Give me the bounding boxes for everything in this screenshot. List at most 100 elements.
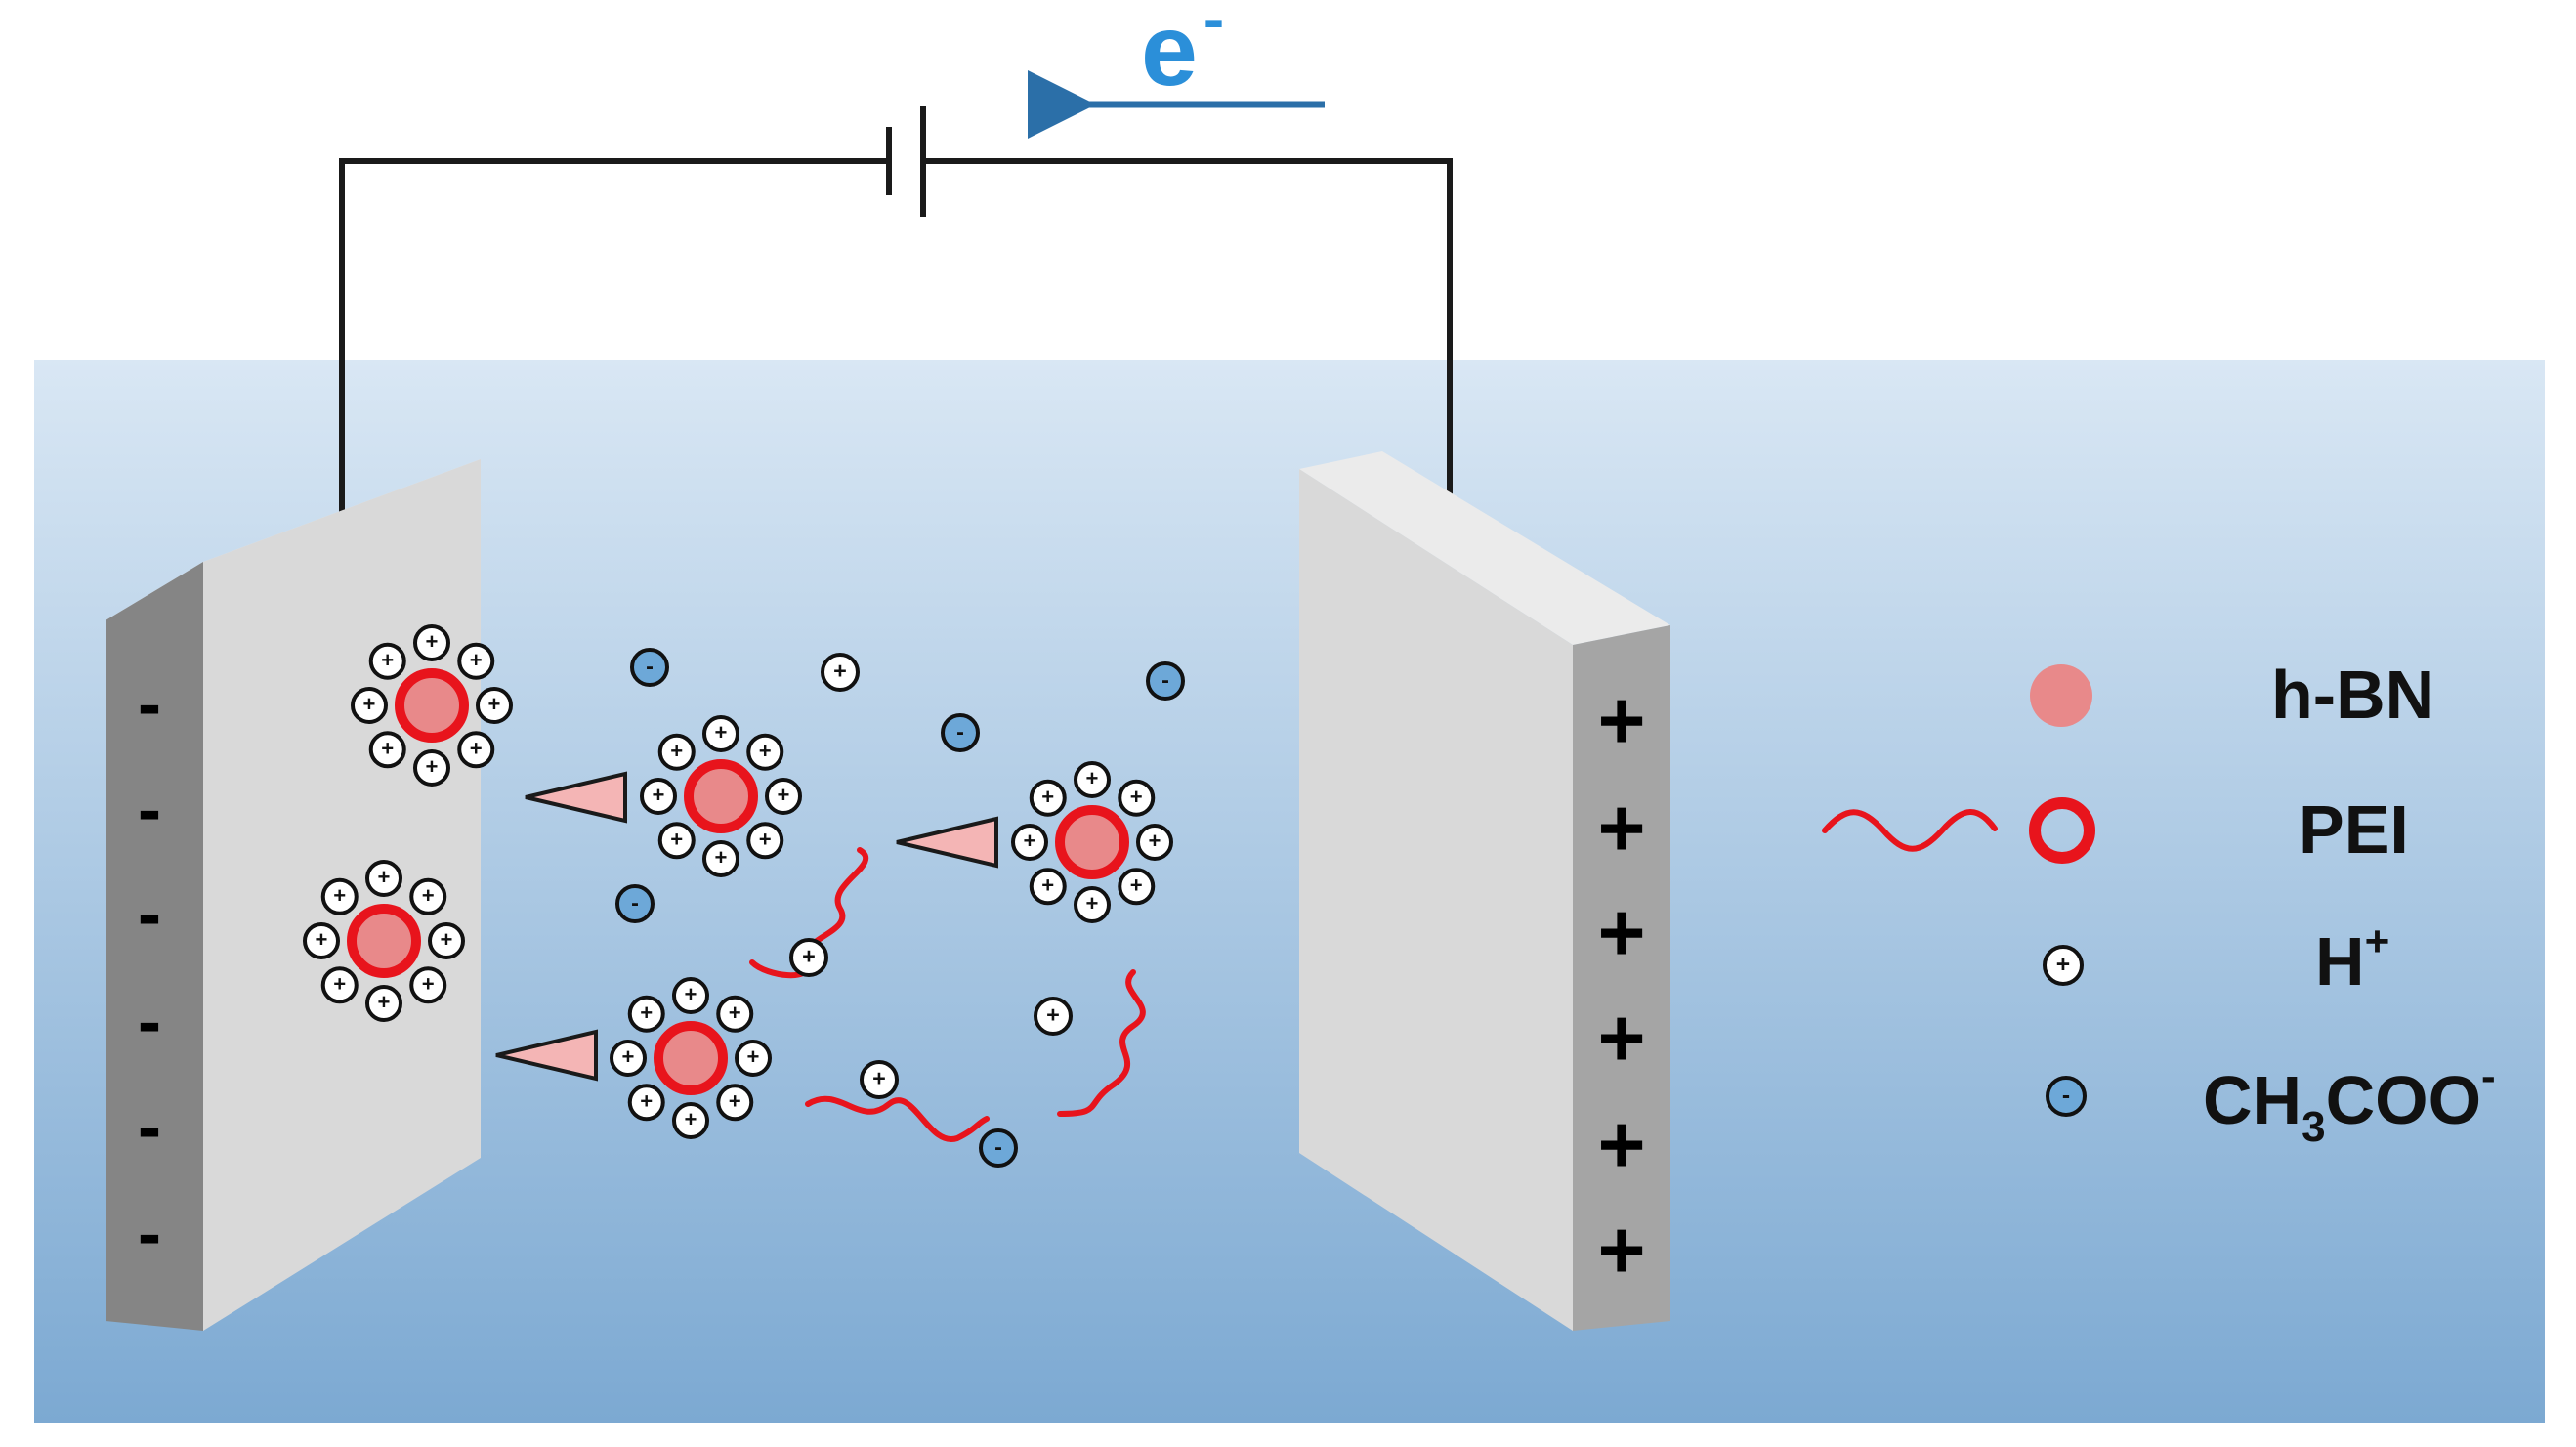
attached-proton-sign: + bbox=[670, 827, 683, 851]
anode-signs: ++++++ bbox=[1597, 674, 1645, 1296]
anode-plus-sign: + bbox=[1597, 1204, 1645, 1296]
attached-proton: + bbox=[657, 733, 696, 771]
attached-proton-sign: + bbox=[316, 927, 328, 952]
free-proton-sign: + bbox=[802, 943, 816, 968]
attached-proton: + bbox=[627, 1084, 665, 1122]
attached-proton-sign: + bbox=[778, 783, 790, 807]
attached-proton-sign: + bbox=[759, 739, 772, 763]
attached-proton-sign: + bbox=[378, 990, 391, 1014]
attached-proton-sign: + bbox=[333, 971, 346, 996]
attached-proton: + bbox=[765, 778, 802, 815]
attached-proton-sign: + bbox=[422, 883, 435, 908]
pei-chain bbox=[749, 847, 869, 979]
attached-proton-sign: + bbox=[729, 1088, 741, 1113]
attached-proton: + bbox=[1074, 761, 1111, 798]
migration-indicators bbox=[495, 771, 998, 1082]
legend-acetate-ion-sign: - bbox=[2062, 1083, 2070, 1109]
cathode-minus-sign: - bbox=[138, 1088, 161, 1167]
attached-proton-sign: + bbox=[715, 720, 728, 745]
migration-cone bbox=[495, 1029, 598, 1082]
attached-proton: + bbox=[320, 966, 359, 1004]
attached-proton: + bbox=[457, 642, 495, 680]
attached-proton-sign: + bbox=[640, 1088, 653, 1113]
attached-proton-sign: + bbox=[422, 971, 435, 996]
free-acetate-ion: - bbox=[1146, 661, 1185, 701]
attached-proton-sign: + bbox=[685, 1107, 697, 1131]
pei-chain bbox=[1057, 969, 1146, 1117]
attached-proton-sign: + bbox=[441, 927, 453, 952]
attached-proton-sign: + bbox=[1086, 766, 1099, 790]
anode-plus-sign: + bbox=[1597, 992, 1645, 1084]
free-acetate-ion-sign: - bbox=[956, 718, 964, 744]
free-proton: + bbox=[1034, 997, 1073, 1036]
attached-proton: + bbox=[1029, 868, 1067, 906]
attached-proton: + bbox=[702, 840, 739, 877]
attached-proton-sign: + bbox=[622, 1044, 635, 1069]
attached-proton: + bbox=[1136, 824, 1173, 861]
attached-proton-sign: + bbox=[747, 1044, 760, 1069]
free-pei-chains bbox=[749, 809, 1998, 1143]
hbn-pei-core bbox=[395, 668, 469, 743]
circuit-wire-right bbox=[923, 158, 1453, 528]
attached-proton-sign: + bbox=[1024, 829, 1036, 853]
hbn-pei-core bbox=[1055, 805, 1129, 879]
cathode-minus-sign: - bbox=[138, 1195, 161, 1273]
migration-cone bbox=[525, 771, 627, 824]
attached-proton: + bbox=[672, 1102, 709, 1139]
attached-proton: + bbox=[1118, 779, 1156, 817]
attached-proton: + bbox=[351, 687, 388, 724]
attached-proton: + bbox=[409, 966, 447, 1004]
legend-hbn-symbol bbox=[2030, 664, 2092, 727]
anode-front-face bbox=[1299, 469, 1573, 1331]
attached-proton: + bbox=[716, 995, 754, 1033]
cathode-minus-sign: - bbox=[138, 771, 161, 849]
attached-proton: + bbox=[702, 715, 739, 752]
attached-proton: + bbox=[672, 977, 709, 1014]
free-proton: + bbox=[860, 1060, 899, 1099]
attached-proton-sign: + bbox=[381, 648, 394, 672]
charged-particles: ++++++++++++++++++++++++++++++++++++++++ bbox=[303, 624, 1173, 1139]
attached-proton: + bbox=[640, 778, 677, 815]
attached-proton: + bbox=[413, 749, 450, 787]
attached-proton-sign: + bbox=[759, 827, 772, 851]
electron-flow: e- bbox=[1028, 0, 1325, 139]
attached-proton-sign: + bbox=[685, 982, 697, 1006]
anode-plus-sign: + bbox=[1597, 674, 1645, 766]
anode-side-face bbox=[1573, 625, 1670, 1331]
attached-proton: + bbox=[320, 877, 359, 915]
attached-proton: + bbox=[476, 687, 513, 724]
attached-proton: + bbox=[1029, 779, 1067, 817]
anode-plus-sign: + bbox=[1597, 782, 1645, 873]
free-acetate-ion: - bbox=[941, 713, 980, 752]
legend-acetate-label: CH3COO- bbox=[2203, 1052, 2496, 1151]
anode-top-face bbox=[1299, 451, 1670, 645]
attached-proton-sign: + bbox=[1149, 829, 1161, 853]
attached-proton: + bbox=[746, 822, 784, 860]
electron-label: e- bbox=[1141, 0, 1224, 107]
legend-acetate-ion: - bbox=[2046, 1076, 2087, 1117]
attached-proton: + bbox=[368, 731, 406, 769]
free-acetate-ion: - bbox=[615, 884, 655, 923]
cathode-minus-sign: - bbox=[138, 875, 161, 954]
attached-proton: + bbox=[457, 731, 495, 769]
attached-proton-sign: + bbox=[470, 648, 483, 672]
attached-proton-sign: + bbox=[426, 754, 439, 779]
attached-proton: + bbox=[365, 860, 402, 897]
legend-pei-ring-symbol bbox=[2029, 797, 2095, 864]
charged-hbn-particle: ++++++++ bbox=[640, 715, 802, 877]
attached-proton: + bbox=[1118, 868, 1156, 906]
free-proton-sign: + bbox=[833, 658, 847, 683]
legend-proton-symbol: + bbox=[2043, 945, 2084, 986]
hbn-pei-core bbox=[347, 904, 421, 978]
hbn-pei-core bbox=[654, 1021, 728, 1095]
attached-proton: + bbox=[1074, 886, 1111, 923]
attached-proton-sign: + bbox=[1086, 891, 1099, 915]
cathode-minus-sign: - bbox=[138, 665, 161, 744]
attached-proton-sign: + bbox=[1041, 872, 1054, 897]
attached-proton-sign: + bbox=[488, 692, 501, 716]
legend-proton-superscript: + bbox=[2365, 917, 2390, 965]
free-acetate-ion-sign: - bbox=[994, 1133, 1002, 1159]
attached-proton-sign: + bbox=[715, 845, 728, 870]
attached-proton-sign: + bbox=[381, 736, 394, 760]
